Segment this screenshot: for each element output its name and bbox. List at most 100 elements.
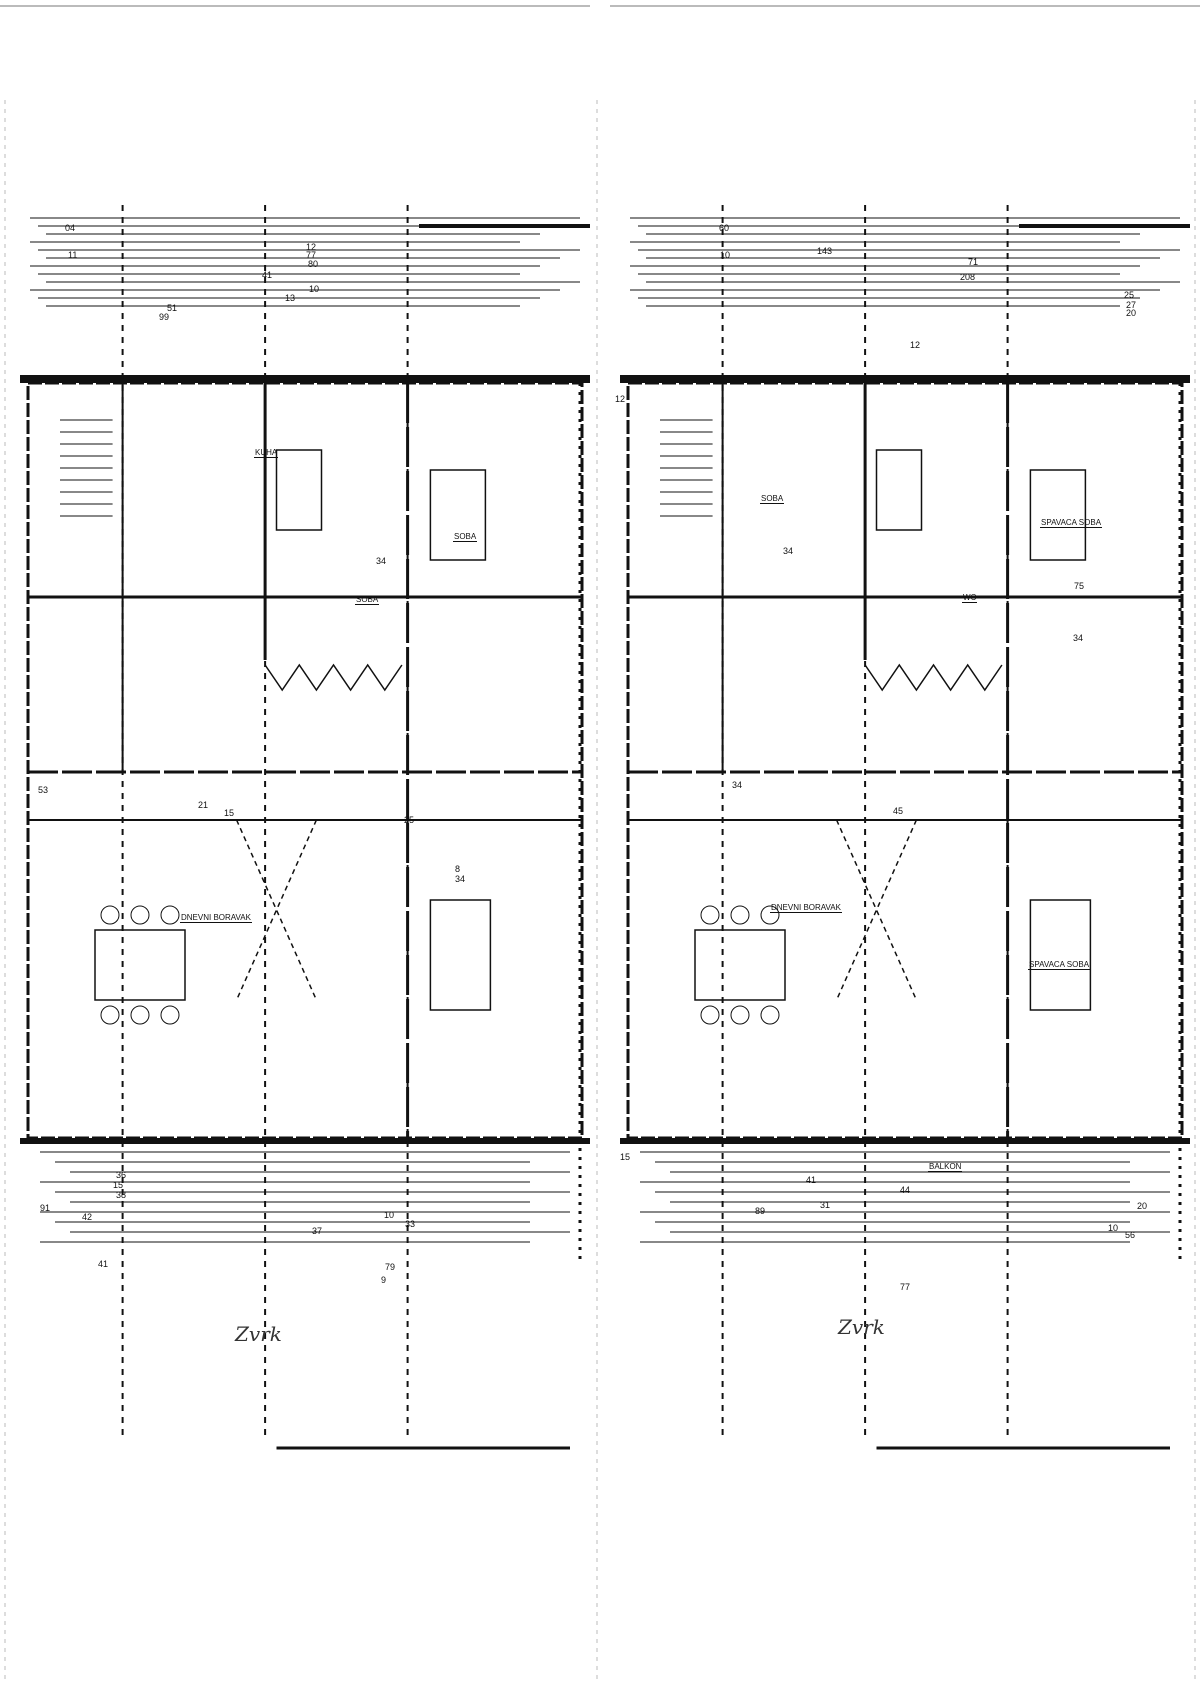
dim-label: 11 bbox=[68, 250, 78, 260]
dim-label: 21 bbox=[198, 800, 209, 810]
exterior-wall-top bbox=[20, 375, 590, 383]
chair bbox=[700, 905, 720, 925]
roof-slope-line bbox=[835, 819, 918, 1001]
dim-label: 33 bbox=[405, 1219, 416, 1229]
dim-label: 10 bbox=[309, 284, 320, 294]
roof-slope-line bbox=[235, 819, 318, 1001]
room-label-living: DNEVNI BORAVAK bbox=[180, 913, 252, 923]
dim-label: 34 bbox=[455, 874, 466, 884]
dim-label: 77 bbox=[900, 1282, 911, 1292]
exterior-wall-bottom bbox=[620, 1138, 1190, 1144]
exterior-wall-top bbox=[620, 375, 1190, 383]
dim-label: 34 bbox=[783, 546, 794, 556]
dim-label: 37 bbox=[312, 1226, 323, 1236]
dim-label: 20 bbox=[1137, 1201, 1148, 1211]
dim-label: 41 bbox=[262, 270, 273, 280]
exterior-wall-outline bbox=[626, 381, 1184, 1140]
bed bbox=[429, 469, 487, 561]
room-label-wc: WC bbox=[962, 593, 978, 603]
bed bbox=[275, 449, 323, 531]
dim-label: 38 bbox=[116, 1190, 127, 1200]
room-label-room-b: SOBA bbox=[453, 532, 478, 542]
dim-label: 208 bbox=[960, 272, 976, 282]
dim-label: 75 bbox=[1074, 581, 1085, 591]
chair bbox=[730, 905, 750, 925]
dim-label: 143 bbox=[817, 246, 833, 256]
dim-label: 44 bbox=[900, 1185, 911, 1195]
dim-label: 25 bbox=[1124, 290, 1135, 300]
room-label-bedroom-1: SPAVACA SOBA bbox=[1040, 518, 1103, 528]
bed bbox=[1029, 899, 1092, 1011]
dim-label: 15 bbox=[620, 1152, 631, 1162]
chair bbox=[760, 1005, 780, 1025]
dim-label: 79 bbox=[385, 1262, 396, 1272]
dim-label: 60 bbox=[719, 223, 730, 233]
dim-label: 12 bbox=[615, 394, 626, 404]
dim-label: 77 bbox=[306, 250, 317, 260]
dim-label: 80 bbox=[308, 259, 319, 269]
chair bbox=[130, 1005, 150, 1025]
dim-label: 89 bbox=[755, 1206, 766, 1216]
chair bbox=[730, 1005, 750, 1025]
chair bbox=[100, 905, 120, 925]
dim-label: 51 bbox=[167, 303, 178, 313]
room-label-room: SOBA bbox=[760, 494, 785, 504]
exterior-wall-bottom bbox=[20, 1138, 590, 1144]
dim-label: 12 bbox=[306, 242, 317, 252]
roof-truss bbox=[864, 663, 1003, 692]
dim-label: 31 bbox=[820, 1200, 831, 1210]
dim-label: 15 bbox=[113, 1180, 124, 1190]
handwritten-signature: Zvrk bbox=[235, 1322, 282, 1346]
dim-label: 10 bbox=[720, 250, 731, 260]
room-label-balcony: BALKON bbox=[928, 1162, 963, 1172]
roof-truss bbox=[264, 663, 403, 692]
dim-label: 34 bbox=[732, 780, 743, 790]
dim-label: 25 bbox=[404, 815, 415, 825]
dim-label: 20 bbox=[1126, 308, 1137, 318]
floor-plan-left bbox=[20, 205, 590, 1450]
handwritten-signature: Zvrk bbox=[838, 1315, 885, 1339]
bed bbox=[875, 449, 923, 531]
dim-label: 71 bbox=[968, 257, 979, 267]
dim-label: 56 bbox=[1125, 1230, 1136, 1240]
dim-label: 34 bbox=[376, 556, 387, 566]
bed bbox=[1029, 469, 1087, 561]
dim-label: 8 bbox=[455, 864, 461, 874]
dim-label: 36 bbox=[116, 1170, 127, 1180]
dim-label: 34 bbox=[1073, 633, 1084, 643]
dim-label: 42 bbox=[82, 1212, 93, 1222]
dim-label: 15 bbox=[224, 808, 235, 818]
dining-table bbox=[694, 929, 786, 1001]
exterior-wall-outline bbox=[26, 381, 584, 1140]
roof-slope-line bbox=[835, 819, 918, 1001]
dim-label: 91 bbox=[40, 1203, 51, 1213]
dim-label: 27 bbox=[1126, 300, 1137, 310]
room-label-bedroom-2: SPAVACA SOBA bbox=[1028, 960, 1091, 970]
dim-label: 45 bbox=[893, 806, 904, 816]
room-label-room-a: SOBA bbox=[355, 595, 380, 605]
dim-label: 41 bbox=[806, 1175, 817, 1185]
chair bbox=[160, 905, 180, 925]
page-fold-lines bbox=[4, 100, 1196, 1680]
dim-label: 04 bbox=[65, 223, 76, 233]
dim-label: 10 bbox=[384, 1210, 395, 1220]
chair bbox=[130, 905, 150, 925]
dim-label: 9 bbox=[381, 1275, 387, 1285]
chair bbox=[160, 1005, 180, 1025]
dim-label: 12 bbox=[910, 340, 921, 350]
floor-plan-right bbox=[620, 205, 1190, 1450]
bed bbox=[429, 899, 492, 1011]
dim-label: 10 bbox=[1108, 1223, 1119, 1233]
dim-label: 53 bbox=[38, 785, 49, 795]
dim-label: 13 bbox=[285, 293, 296, 303]
chair bbox=[760, 905, 780, 925]
chair bbox=[100, 1005, 120, 1025]
dining-table bbox=[94, 929, 186, 1001]
dim-label: 99 bbox=[159, 312, 170, 322]
room-label-kitchen: KUHA bbox=[254, 448, 279, 458]
room-label-living: DNEVNI BORAVAK bbox=[770, 903, 842, 913]
chair bbox=[700, 1005, 720, 1025]
dim-label: 41 bbox=[98, 1259, 109, 1269]
roof-slope-line bbox=[235, 819, 318, 1001]
